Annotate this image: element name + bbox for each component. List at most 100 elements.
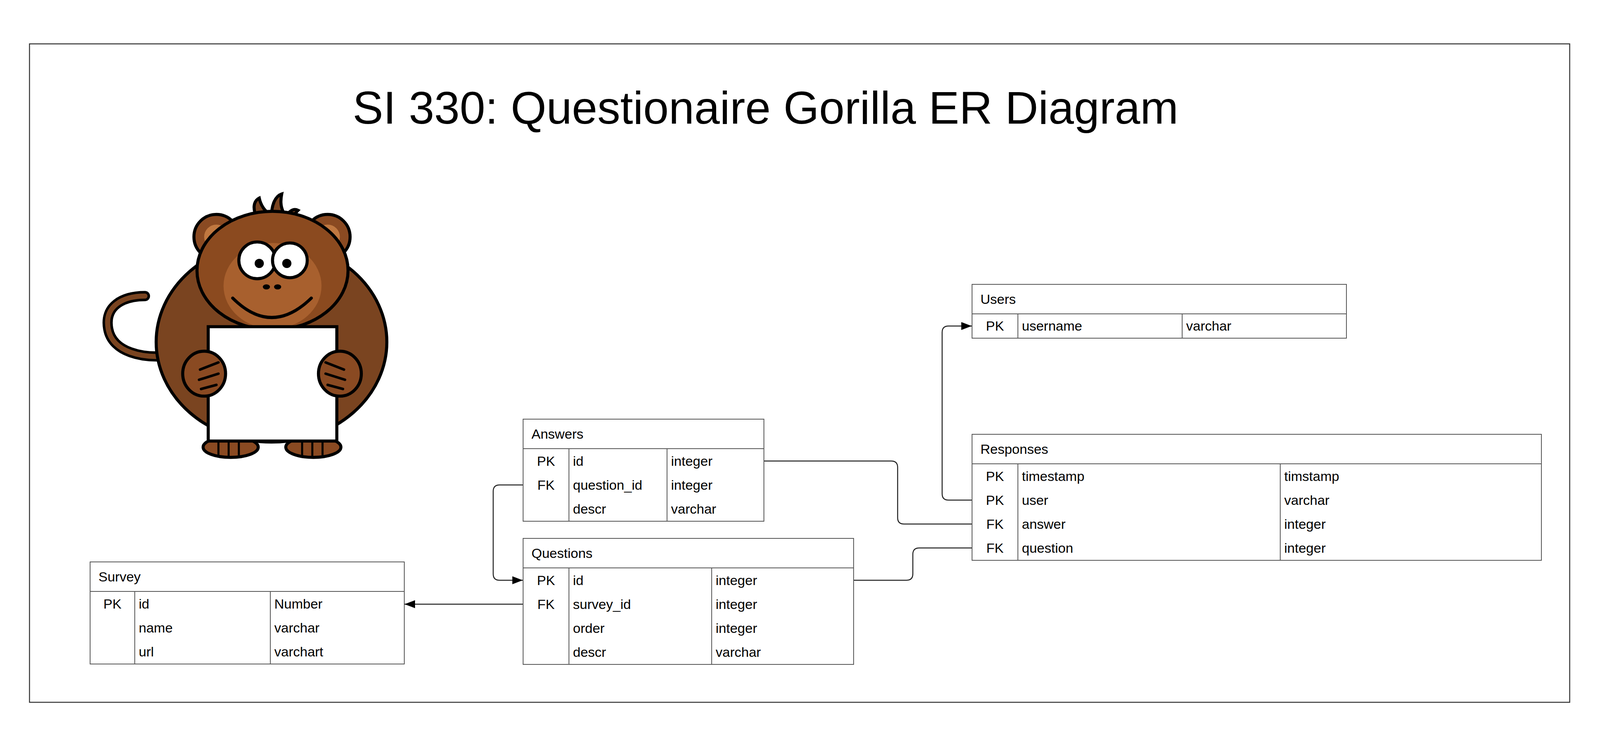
table-cell: id: [568, 568, 712, 593]
table-header: Users: [972, 284, 1347, 315]
column-type: varchart: [274, 643, 324, 660]
column-name: id: [138, 596, 150, 612]
column-name: id: [572, 572, 584, 588]
table-cell: FK: [523, 472, 569, 497]
table-row: PKid integer: [523, 568, 854, 593]
table-name: Answers: [531, 426, 584, 442]
column-name: question: [1021, 540, 1074, 556]
monkey-eye: [238, 242, 276, 279]
key-marker: PK: [985, 468, 1004, 484]
table-row: PK id Number: [90, 591, 404, 616]
column-type: varchar: [1284, 492, 1330, 508]
entity-table: ResponsesPKtimestamptimstampPKuservarcha…: [971, 433, 1542, 561]
column-name: order: [572, 620, 605, 636]
column-type: integer: [1284, 540, 1326, 556]
key-marker: FK: [986, 516, 1004, 532]
table-cell: integer: [711, 568, 854, 593]
table-cell: descr: [568, 639, 712, 664]
monkey-pupil: [254, 258, 264, 268]
column-name: id: [572, 453, 584, 469]
column-type: varchar: [274, 619, 320, 636]
column-type: integer: [671, 453, 713, 469]
diagram-title: SI 330: Questionaire Gorilla ER Diagram: [0, 79, 1532, 136]
table-cell: id: [134, 591, 270, 616]
table-cell: [523, 615, 569, 640]
relation-line: [404, 603, 523, 605]
table-cell: integer: [1279, 511, 1541, 536]
table-row: FKquestion_id integer: [523, 472, 764, 497]
table-cell: integer: [711, 615, 854, 640]
table-name: Responses: [980, 441, 1049, 457]
column-type: integer: [671, 477, 713, 493]
table-cell: timstamp: [1279, 464, 1541, 489]
table-row: PKid integer: [523, 448, 764, 473]
key-marker: PK: [985, 492, 1004, 508]
column-name: question_id: [572, 477, 643, 493]
table-row: order integer: [523, 615, 854, 640]
column-type: integer: [715, 620, 758, 636]
table-name: Questions: [531, 545, 593, 561]
column-type: integer: [715, 596, 758, 612]
column-type: varchar: [671, 501, 717, 517]
key-marker: PK: [985, 318, 1004, 334]
table-cell: FK: [523, 592, 569, 616]
column-name: timestamp: [1021, 468, 1085, 484]
column-type: integer: [1284, 516, 1326, 532]
table-cell: PK: [90, 591, 135, 616]
table-cell: question_id: [568, 472, 667, 497]
table-cell: integer: [666, 472, 764, 497]
entity-table: SurveyPK id Number name varchar url varchart: [89, 561, 405, 665]
entity-table: QuestionsPKidintegerFKsurvey_idintegeror…: [522, 537, 855, 665]
table-name: Users: [980, 291, 1016, 307]
relation-line: [854, 547, 972, 581]
table-cell: username: [1017, 314, 1182, 338]
column-name: descr: [572, 501, 607, 517]
monkey-nostril: [262, 284, 270, 290]
key-marker: PK: [103, 596, 122, 612]
column-type: Number: [274, 596, 323, 612]
page-frame: [29, 43, 1570, 703]
table-row: descrvarchar: [523, 639, 854, 664]
table-cell: order: [568, 615, 712, 640]
table-cell: timestamp: [1017, 464, 1280, 489]
table-cell: varchar: [269, 615, 404, 640]
table-cell: varchar: [711, 639, 854, 664]
table-cell: PK: [523, 568, 569, 593]
table-cell: varchart: [269, 639, 404, 664]
column-type: integer: [715, 572, 758, 588]
monkey-eye: [272, 242, 308, 278]
table-cell: question: [1017, 535, 1280, 560]
table-cell: FK: [972, 535, 1018, 560]
column-name: url: [138, 643, 154, 660]
column-name: user: [1021, 492, 1049, 508]
column-name: answer: [1021, 516, 1066, 532]
table-cell: Number: [269, 591, 404, 616]
monkey-illustration: [107, 193, 387, 457]
table-row: url varchart: [90, 639, 404, 664]
table-header: Survey: [90, 562, 404, 592]
monkey-body: [156, 242, 388, 443]
table-name: Survey: [98, 568, 141, 585]
monkey-toes: [218, 440, 323, 457]
table-cell: [90, 639, 135, 664]
relation-line: [942, 326, 972, 501]
table-row: name varchar: [90, 615, 404, 640]
monkey-smile: [232, 298, 312, 318]
monkey-head: [196, 211, 349, 330]
entity-table: UsersPK username varchar: [971, 283, 1347, 339]
column-name: survey_id: [572, 596, 632, 612]
table-cell: integer: [666, 448, 764, 473]
table-cell: id: [568, 448, 667, 473]
column-name: username: [1021, 318, 1083, 334]
table-cell: varchar: [1181, 314, 1347, 338]
monkey-pupil: [282, 258, 292, 268]
table-row: PK user varchar: [972, 488, 1541, 512]
key-marker: FK: [986, 540, 1004, 556]
table-header: Responses: [972, 434, 1541, 465]
table-header: Questions: [523, 538, 854, 569]
column-name: name: [138, 619, 173, 636]
column-type: varchar: [1186, 318, 1232, 334]
table-row: FK question integer: [972, 535, 1541, 560]
table-cell: PK: [523, 448, 569, 473]
